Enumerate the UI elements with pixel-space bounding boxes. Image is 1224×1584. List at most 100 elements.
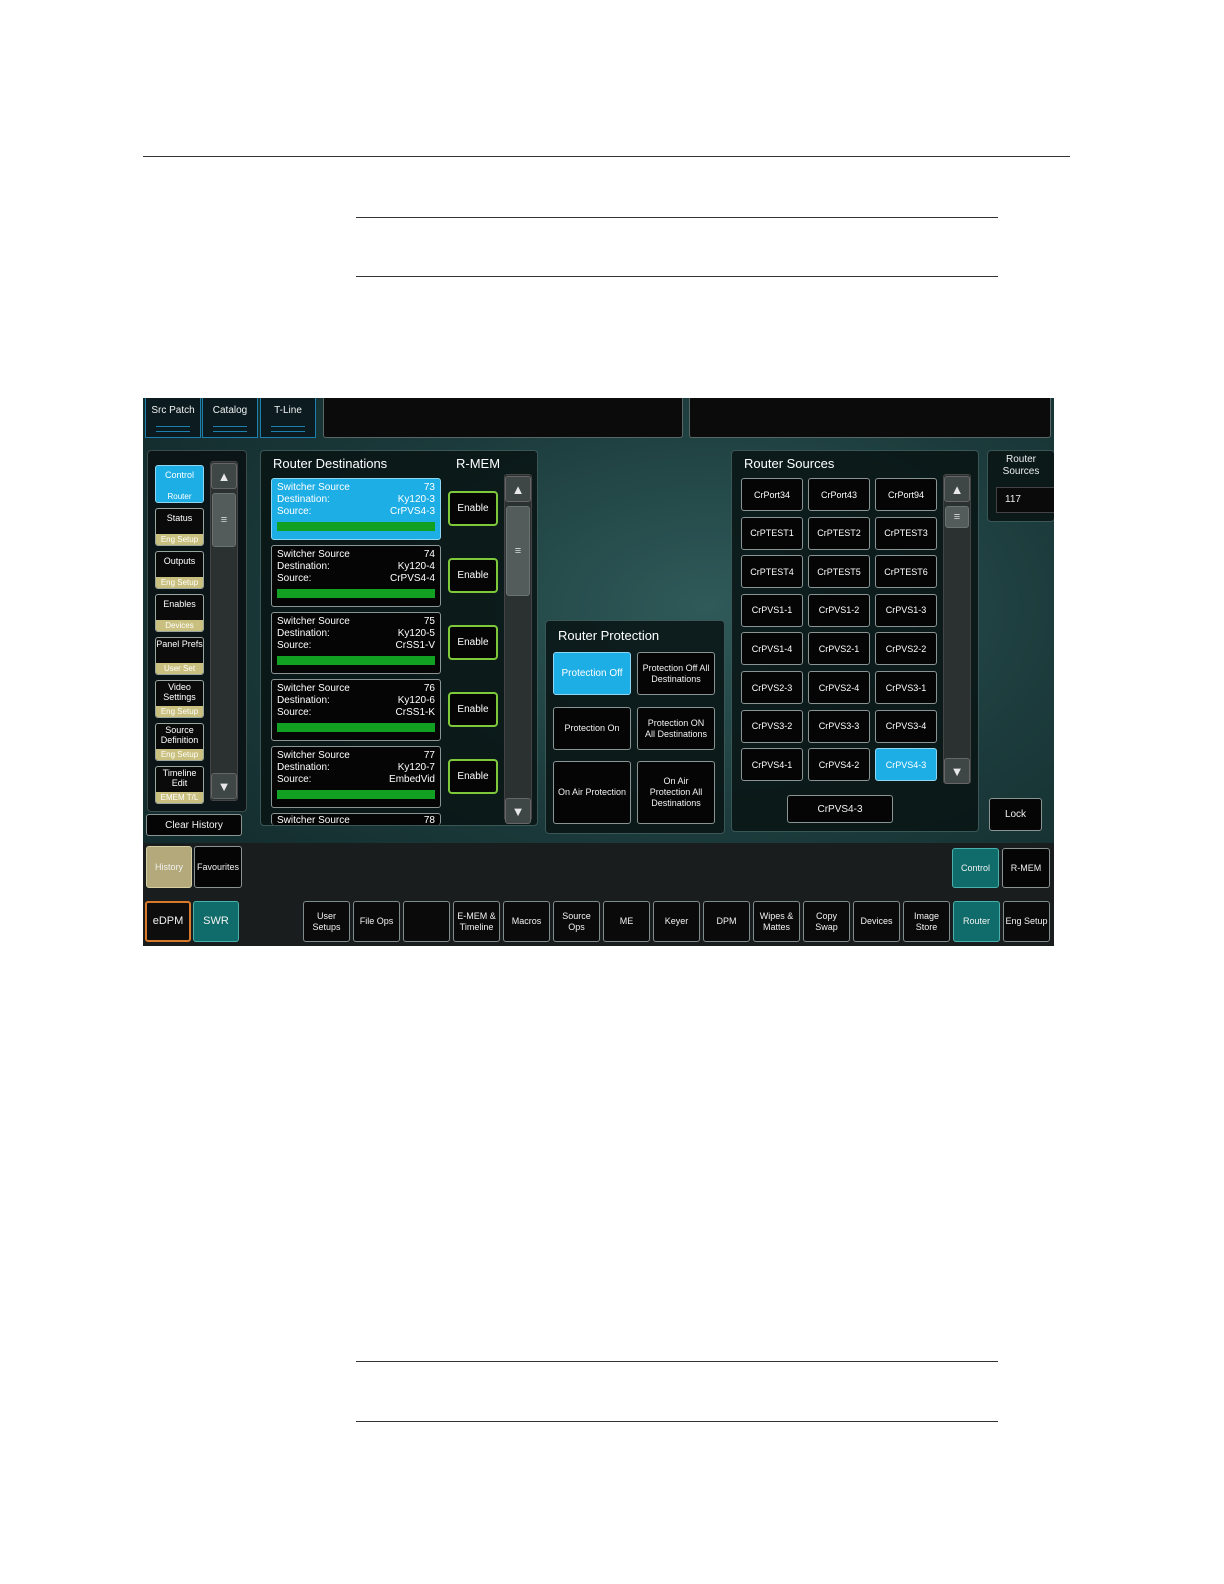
- nav-video-settings[interactable]: Video Settings Eng Setup: [155, 680, 204, 718]
- nav-sub: Eng Setup: [156, 749, 203, 760]
- scroll-thumb[interactable]: ≡: [945, 506, 969, 528]
- source-button[interactable]: CrPort43: [808, 478, 870, 511]
- enable-button-77[interactable]: Enable: [448, 759, 498, 794]
- tab-src-patch[interactable]: Src Patch: [145, 398, 201, 438]
- menu-macros-button[interactable]: Macros: [503, 901, 550, 942]
- protection-off-button[interactable]: Protection Off: [553, 652, 631, 695]
- menu-image-store-button[interactable]: Image Store: [903, 901, 950, 942]
- src-key: Source:: [277, 774, 312, 785]
- source-button[interactable]: CrPVS1-2: [808, 593, 870, 627]
- source-button[interactable]: CrPVS1-3: [875, 593, 937, 627]
- menu-e-mem-timeline-button[interactable]: E-MEM & Timeline: [453, 901, 500, 942]
- enable-button-76[interactable]: Enable: [448, 692, 498, 727]
- menu-wipes-mattes-button[interactable]: Wipes & Mattes: [753, 901, 800, 942]
- source-button[interactable]: CrPVS4-2: [808, 748, 870, 782]
- history-tab[interactable]: History: [146, 846, 192, 888]
- src-value: CrPVS4-3: [389, 506, 435, 517]
- menu-devices-button[interactable]: Devices: [853, 901, 900, 942]
- protection-off-all-button[interactable]: Protection Off All Destinations: [637, 652, 715, 695]
- dest-value: Ky120-5: [397, 628, 435, 639]
- dest-key: Destination:: [277, 494, 330, 505]
- source-button[interactable]: CrPVS2-1: [808, 632, 870, 666]
- menu-file-ops-button[interactable]: File Ops: [353, 901, 400, 942]
- scroll-up-icon[interactable]: ▲: [944, 476, 970, 502]
- tab-t-line-label: T-Line: [274, 405, 302, 416]
- menu-router-button[interactable]: Router: [953, 901, 1000, 942]
- enable-button-74[interactable]: Enable: [448, 558, 498, 593]
- scroll-up-icon[interactable]: ▲: [505, 476, 531, 502]
- source-button[interactable]: CrPVS3-1: [875, 671, 937, 704]
- source-button[interactable]: CrPTEST2: [808, 516, 870, 550]
- enable-button-73[interactable]: Enable: [448, 491, 498, 526]
- source-button[interactable]: CrPTEST3: [875, 516, 937, 550]
- source-button[interactable]: CrPVS1-1: [741, 593, 803, 627]
- source-button[interactable]: CrPVS2-2: [875, 632, 937, 666]
- source-button[interactable]: CrPVS3-2: [741, 709, 803, 743]
- scroll-thumb[interactable]: ≡: [506, 506, 530, 596]
- menu-me-button[interactable]: ME: [603, 901, 650, 942]
- dest-value: Ky120-7: [397, 762, 435, 773]
- menu-keyer-button[interactable]: Keyer: [653, 901, 700, 942]
- dest-key: Destination:: [277, 561, 330, 572]
- tab-t-line[interactable]: T-Line: [260, 398, 316, 438]
- lock-button[interactable]: Lock: [989, 798, 1042, 831]
- menu-copy-swap-button[interactable]: Copy Swap: [803, 901, 850, 942]
- status-bar: [277, 790, 435, 799]
- dest-value: Ky120-3: [397, 494, 435, 505]
- tab-catalog[interactable]: Catalog: [202, 398, 258, 438]
- source-button[interactable]: CrPTEST5: [808, 555, 870, 589]
- scroll-down-icon[interactable]: ▼: [211, 773, 237, 799]
- scroll-down-icon[interactable]: ▼: [505, 798, 531, 824]
- menu-dpm-button[interactable]: DPM: [703, 901, 750, 942]
- source-button[interactable]: CrPVS4-1: [741, 748, 803, 782]
- dest-key: Destination:: [277, 762, 330, 773]
- on-air-protection-button[interactable]: On Air Protection: [553, 761, 631, 824]
- source-button[interactable]: CrPVS2-3: [741, 671, 803, 704]
- clear-history-button[interactable]: Clear History: [146, 814, 242, 836]
- nav-status[interactable]: Status Eng Setup: [155, 508, 204, 546]
- scroll-thumb[interactable]: ≡: [212, 493, 236, 547]
- swr-button[interactable]: SWR: [193, 901, 239, 942]
- source-button[interactable]: CrPort34: [741, 478, 803, 511]
- control-tab[interactable]: Control: [952, 848, 999, 888]
- rmem-tab[interactable]: R-MEM: [1002, 848, 1050, 888]
- src-value: EmbedVid: [389, 774, 435, 785]
- edpm-button[interactable]: eDPM: [145, 901, 191, 942]
- protection-on-button[interactable]: Protection On: [553, 707, 631, 750]
- top-info-box-1: [323, 398, 683, 438]
- on-air-protection-all-button[interactable]: On Air Protection All Destinations: [637, 761, 715, 824]
- nav-outputs[interactable]: Outputs Eng Setup: [155, 551, 204, 589]
- menu-empty-button[interactable]: [403, 901, 450, 942]
- source-button[interactable]: CrPTEST6: [875, 555, 937, 589]
- source-button[interactable]: CrPTEST1: [741, 516, 803, 550]
- favourites-tab[interactable]: Favourites: [194, 846, 242, 888]
- nav-enables[interactable]: Enables Devices: [155, 594, 204, 632]
- dest-key: Destination:: [277, 628, 330, 639]
- source-button[interactable]: CrPVS4-3: [875, 748, 937, 782]
- note-rule-top: [356, 217, 998, 218]
- scroll-down-icon[interactable]: ▼: [944, 758, 970, 784]
- menu-eng-setup-button[interactable]: Eng Setup: [1003, 901, 1050, 942]
- source-button[interactable]: CrPVS1-4: [741, 632, 803, 666]
- source-button[interactable]: CrPTEST4: [741, 555, 803, 589]
- nav-panel-prefs[interactable]: Panel Prefs User Set: [155, 637, 204, 675]
- nav-source-definition[interactable]: Source Definition Eng Setup: [155, 723, 204, 761]
- enable-button-75[interactable]: Enable: [448, 625, 498, 660]
- menu-source-ops-button[interactable]: Source Ops: [553, 901, 600, 942]
- source-button[interactable]: CrPVS2-4: [808, 671, 870, 704]
- source-button[interactable]: CrPVS3-4: [875, 709, 937, 743]
- nav-sub: User Set: [156, 663, 203, 674]
- source-button[interactable]: CrPVS3-3: [808, 709, 870, 743]
- protection-on-all-button[interactable]: Protection ON All Destinations: [637, 707, 715, 750]
- menu-user-setups-button[interactable]: User Setups: [303, 901, 350, 942]
- source-button[interactable]: CrPort94: [875, 478, 937, 511]
- scroll-up-icon[interactable]: ▲: [211, 463, 237, 489]
- nav-timeline-edit[interactable]: Timeline Edit EMEM T/L: [155, 766, 204, 804]
- nav-control-router[interactable]: Control Router: [155, 465, 204, 503]
